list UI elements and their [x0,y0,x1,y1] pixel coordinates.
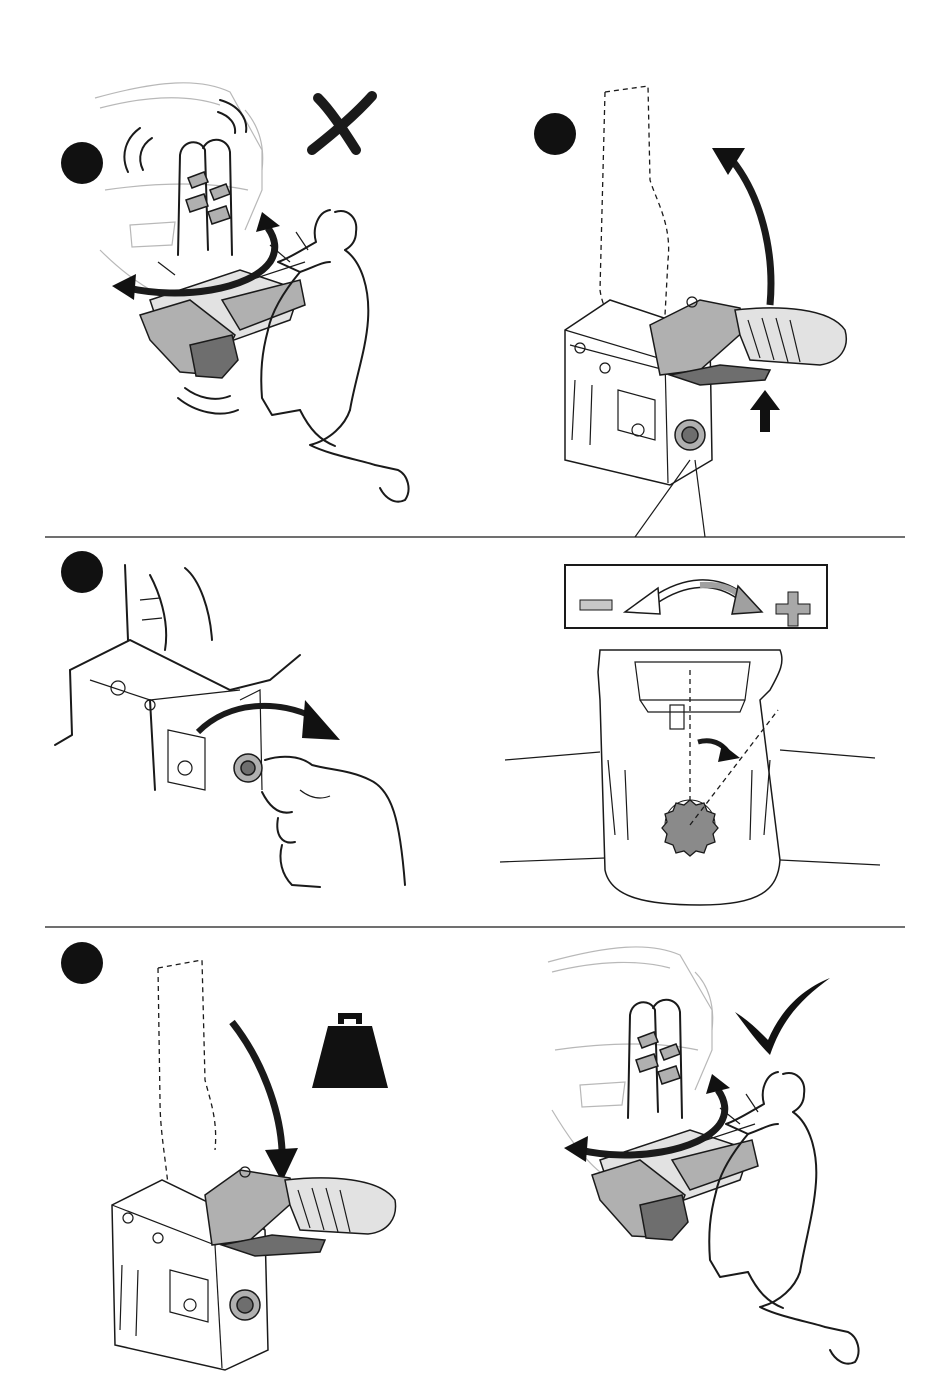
minus-icon [580,600,612,610]
step-marker-4 [61,942,103,984]
step-marker-2 [534,113,576,155]
panel-5-correct [548,947,859,1364]
panel-2-raise-handle [565,86,846,537]
panel-3b-scale [500,565,880,905]
panel-4-press-down [112,960,396,1370]
up-arrow-icon [750,390,780,432]
check-mark-icon [735,978,830,1055]
step-marker-1 [61,142,103,184]
weight-icon [312,1013,388,1088]
step-marker-3 [61,551,103,593]
cross-mark-icon [312,96,372,150]
panel-1-incorrect [95,83,409,502]
panel-3-adjust-knob [55,565,405,887]
